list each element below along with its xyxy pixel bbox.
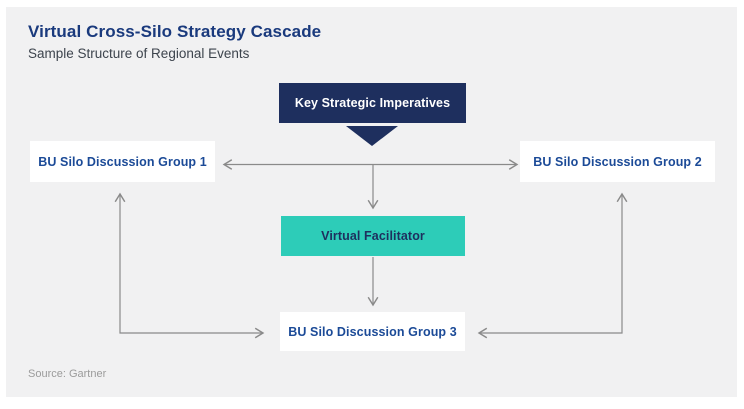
figure-panel: Virtual Cross-Silo Strategy Cascade Samp… [6,7,737,397]
node-virtual-facilitator: Virtual Facilitator [281,216,465,256]
arrow-group2-group3-elbow [477,192,628,339]
node-bu-silo-group-3-label: BU Silo Discussion Group 3 [288,324,457,339]
arrow-group1-group3-elbow [114,192,265,339]
node-virtual-facilitator-label: Virtual Facilitator [321,229,425,243]
figure-subtitle: Sample Structure of Regional Events [28,46,250,61]
node-key-strategic-imperatives-label: Key Strategic Imperatives [294,96,451,110]
node-bu-silo-group-2-label: BU Silo Discussion Group 2 [533,154,702,169]
node-bu-silo-group-3: BU Silo Discussion Group 3 [280,312,465,351]
node-key-strategic-imperatives: Key Strategic Imperatives [279,83,466,123]
down-triangle-icon [346,126,398,146]
source-note: Source: Gartner [28,368,107,380]
node-bu-silo-group-1-label: BU Silo Discussion Group 1 [38,154,207,169]
node-bu-silo-group-1: BU Silo Discussion Group 1 [30,141,215,182]
node-bu-silo-group-2: BU Silo Discussion Group 2 [520,141,715,182]
figure-title: Virtual Cross-Silo Strategy Cascade [28,22,322,41]
